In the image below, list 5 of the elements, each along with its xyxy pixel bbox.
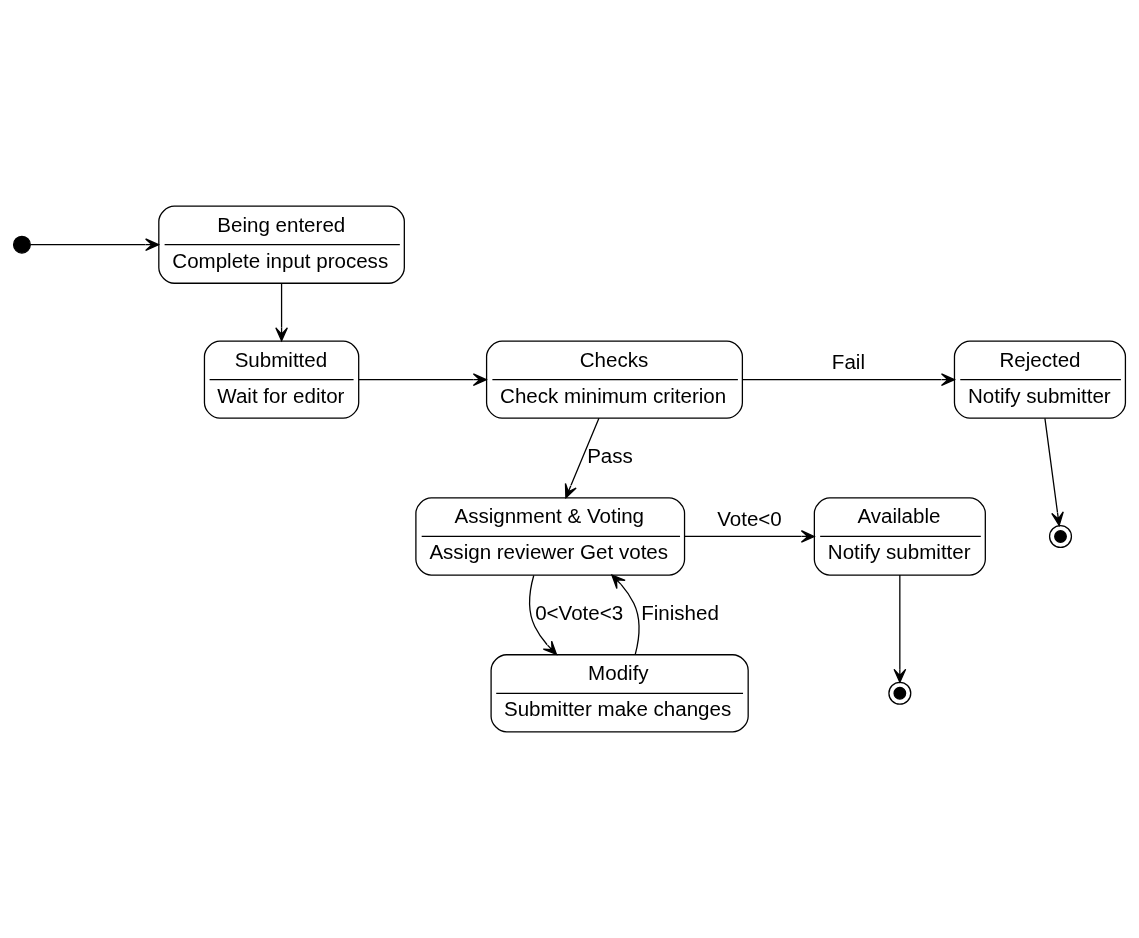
- edge-label: Vote<0: [717, 506, 782, 530]
- edge-label: Finished: [641, 600, 719, 624]
- edge-label: Fail: [831, 350, 865, 374]
- edge-label: Pass: [587, 443, 633, 467]
- edge-label: 0<Vote<3: [535, 600, 624, 624]
